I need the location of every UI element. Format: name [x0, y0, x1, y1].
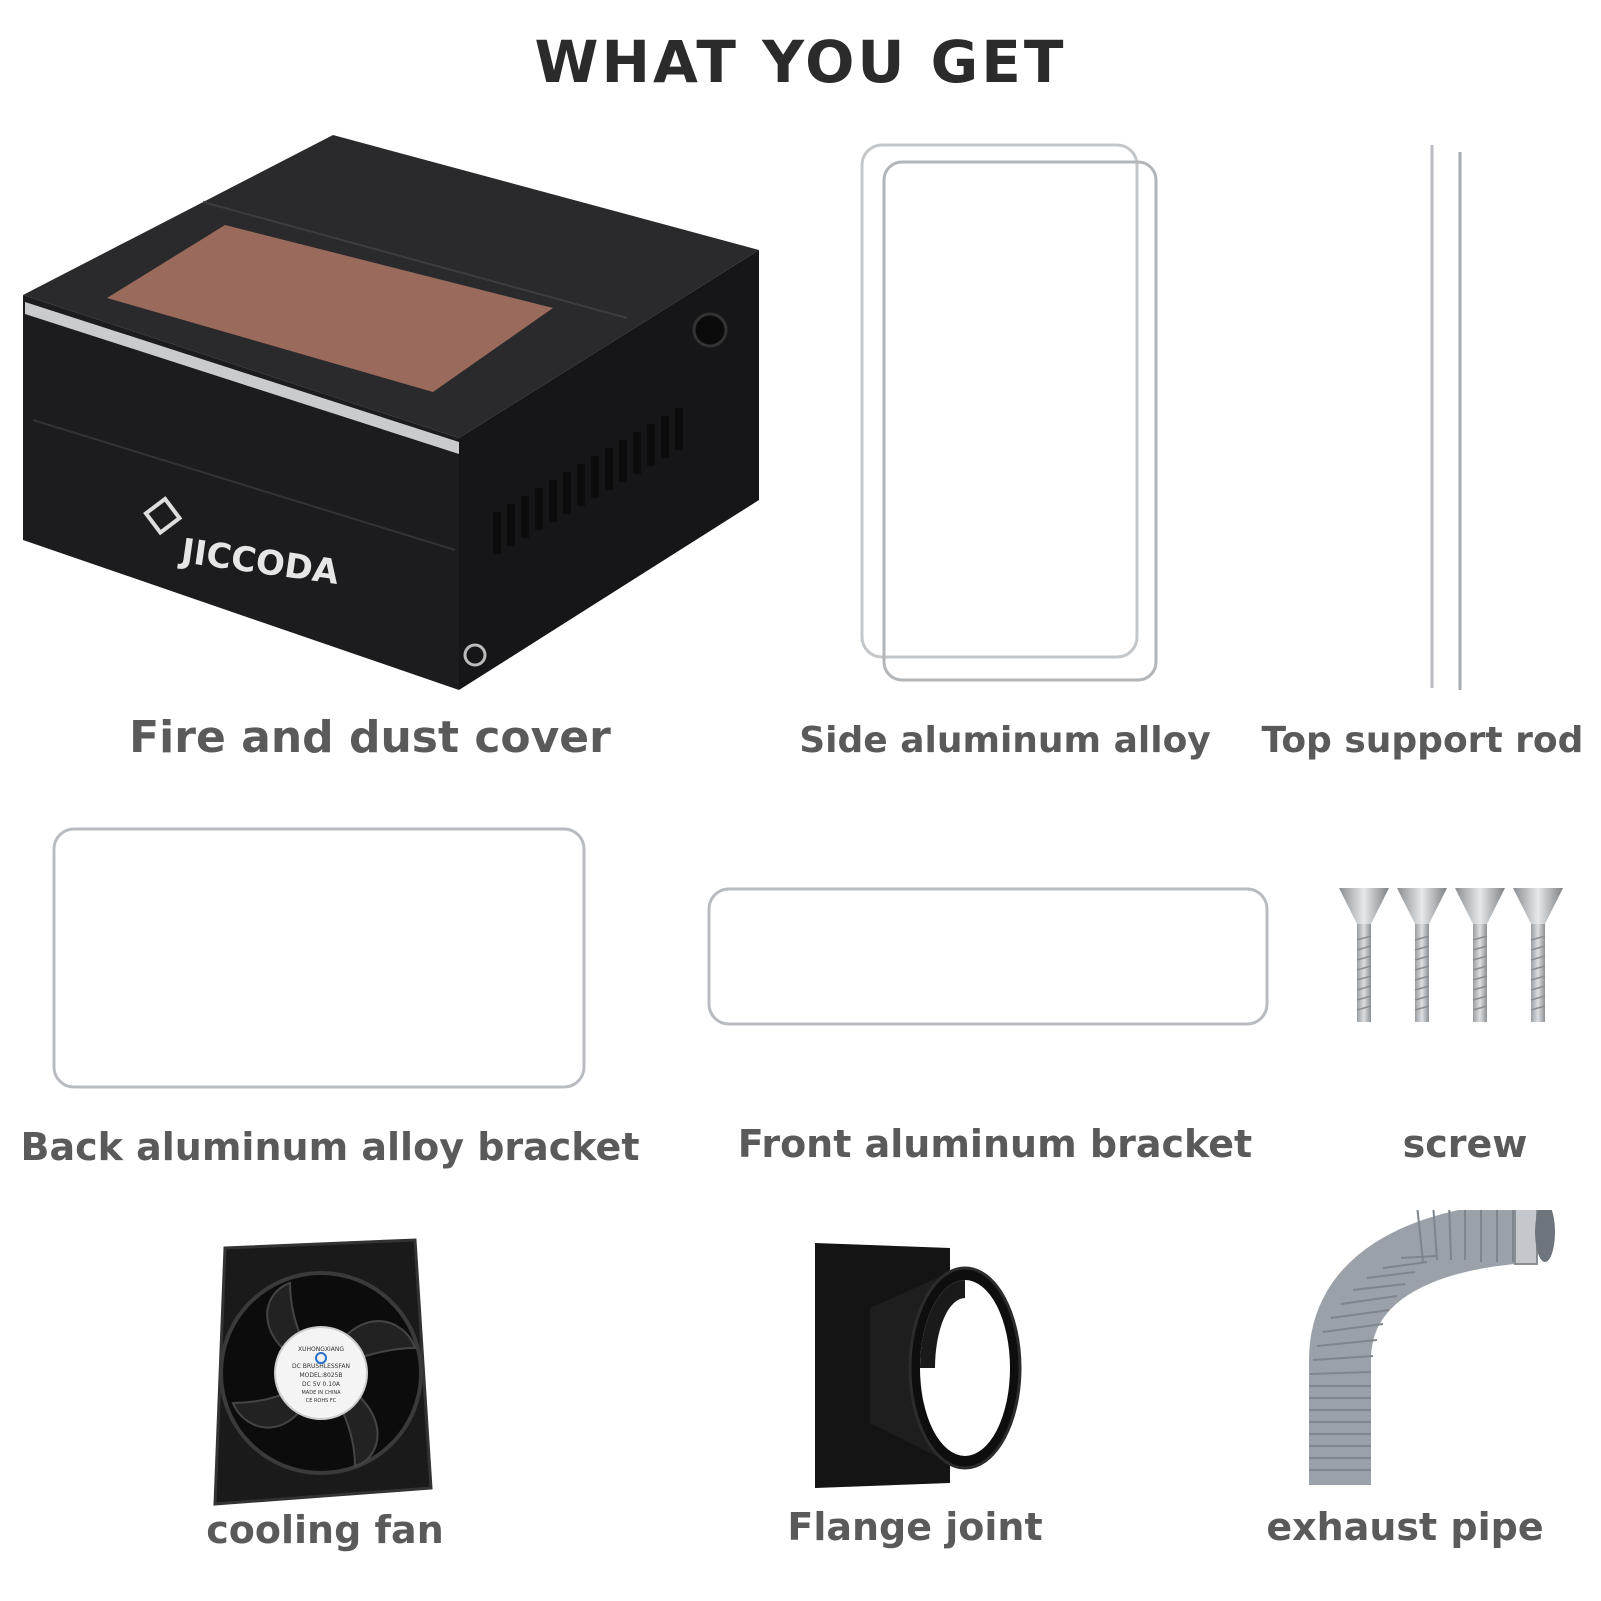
item-label-flange-joint: Flange joint [787, 1505, 1043, 1549]
fan-sticker-line4: MADE IN CHINA [301, 1390, 341, 1396]
fire-dust-cover-image: JICCODA [15, 130, 765, 700]
page-title: WHAT YOU GET [534, 28, 1067, 96]
item-label-back-aluminum-bracket: Back aluminum alloy bracket [20, 1125, 640, 1169]
item-label-screw: screw [1402, 1122, 1528, 1166]
screws-image [1335, 880, 1595, 1030]
fan-sticker-line1: DC BRUSHLESSFAN [292, 1363, 350, 1370]
item-label-side-aluminum-alloy: Side aluminum alloy [799, 720, 1211, 761]
item-label-fire-dust-cover: Fire and dust cover [129, 712, 611, 763]
item-label-top-support-rod: Top support rod [1261, 720, 1584, 761]
item-label-front-aluminum-bracket: Front aluminum bracket [737, 1122, 1253, 1166]
fan-sticker-line3: DC 5V 0.10A [302, 1381, 341, 1388]
item-label-exhaust-pipe: exhaust pipe [1266, 1505, 1544, 1549]
top-support-rod-image [1420, 140, 1500, 700]
side-aluminum-alloy-image [850, 140, 1170, 700]
front-aluminum-bracket-image [705, 885, 1275, 1030]
exhaust-pipe-image [1305, 1210, 1565, 1495]
flange-joint-image [810, 1238, 1030, 1493]
fan-sticker-line2: MODEL:8025B [299, 1372, 342, 1379]
item-label-cooling-fan: cooling fan [206, 1508, 444, 1552]
fan-sticker-line5: CE ROHS FC [306, 1398, 337, 1404]
fan-sticker-brand: XUHONGXIANG [298, 1346, 344, 1353]
back-aluminum-bracket-image [50, 825, 590, 1095]
cooling-fan-image: XUHONGXIANG DC BRUSHLESSFAN MODEL:8025B … [205, 1238, 435, 1508]
